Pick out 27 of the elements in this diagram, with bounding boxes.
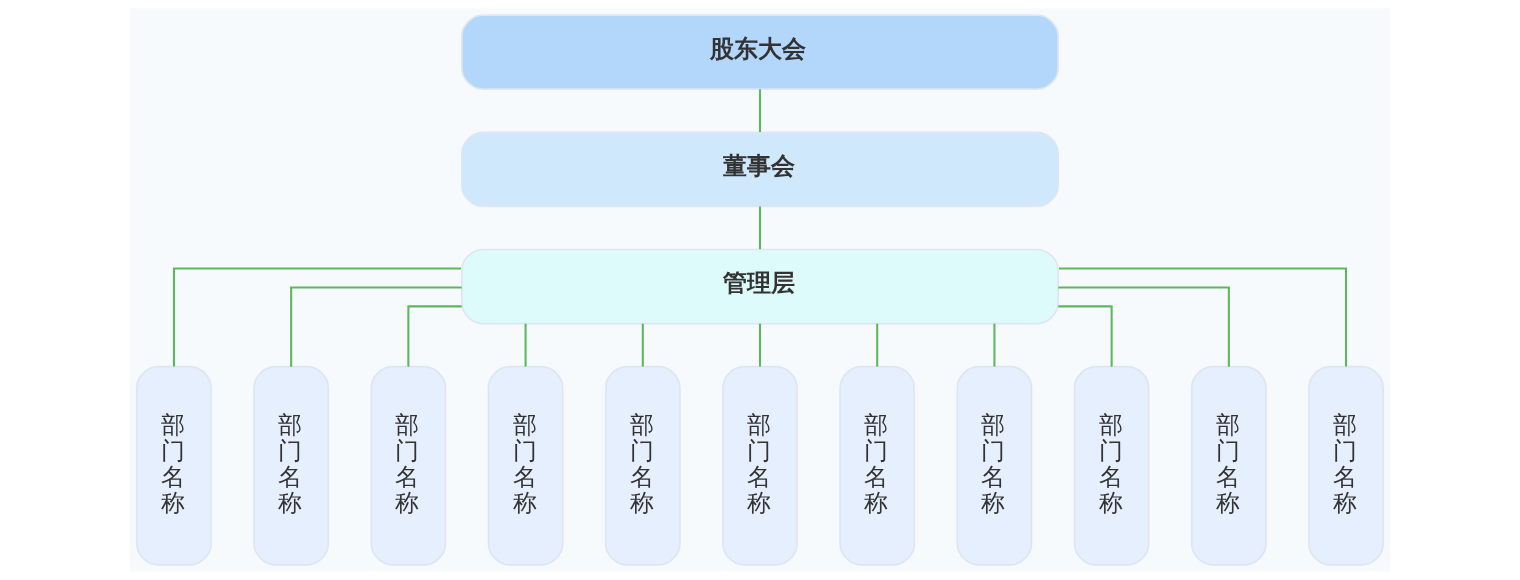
connector bbox=[758, 89, 762, 133]
node-box: 部门名称 bbox=[1308, 365, 1384, 566]
connector bbox=[524, 323, 527, 367]
connector bbox=[641, 323, 644, 367]
node-box: 部门名称 bbox=[487, 365, 564, 566]
connector bbox=[876, 323, 879, 367]
node-box: 部门名称 bbox=[370, 365, 447, 566]
connector bbox=[758, 323, 762, 367]
node-box: 部门名称 bbox=[136, 365, 212, 566]
node-box: 部门名称 bbox=[1073, 365, 1150, 566]
connector bbox=[290, 286, 462, 367]
node-box: 部门名称 bbox=[604, 365, 681, 566]
node-box: 部门名称 bbox=[253, 365, 330, 566]
connector bbox=[1058, 286, 1230, 367]
connector bbox=[993, 323, 996, 367]
node-box: 股东大会 bbox=[460, 14, 1060, 91]
connector bbox=[1058, 305, 1113, 367]
connector bbox=[407, 305, 462, 367]
node-box: 部门名称 bbox=[839, 365, 916, 566]
connector bbox=[172, 267, 461, 367]
node-box: 部门名称 bbox=[722, 365, 798, 566]
connector bbox=[758, 206, 762, 250]
node-box: 部门名称 bbox=[956, 365, 1033, 566]
connector bbox=[1059, 267, 1348, 367]
node-box: 管理层 bbox=[460, 248, 1060, 325]
node-box: 部门名称 bbox=[1190, 365, 1267, 566]
node-box: 董事会 bbox=[460, 131, 1060, 208]
